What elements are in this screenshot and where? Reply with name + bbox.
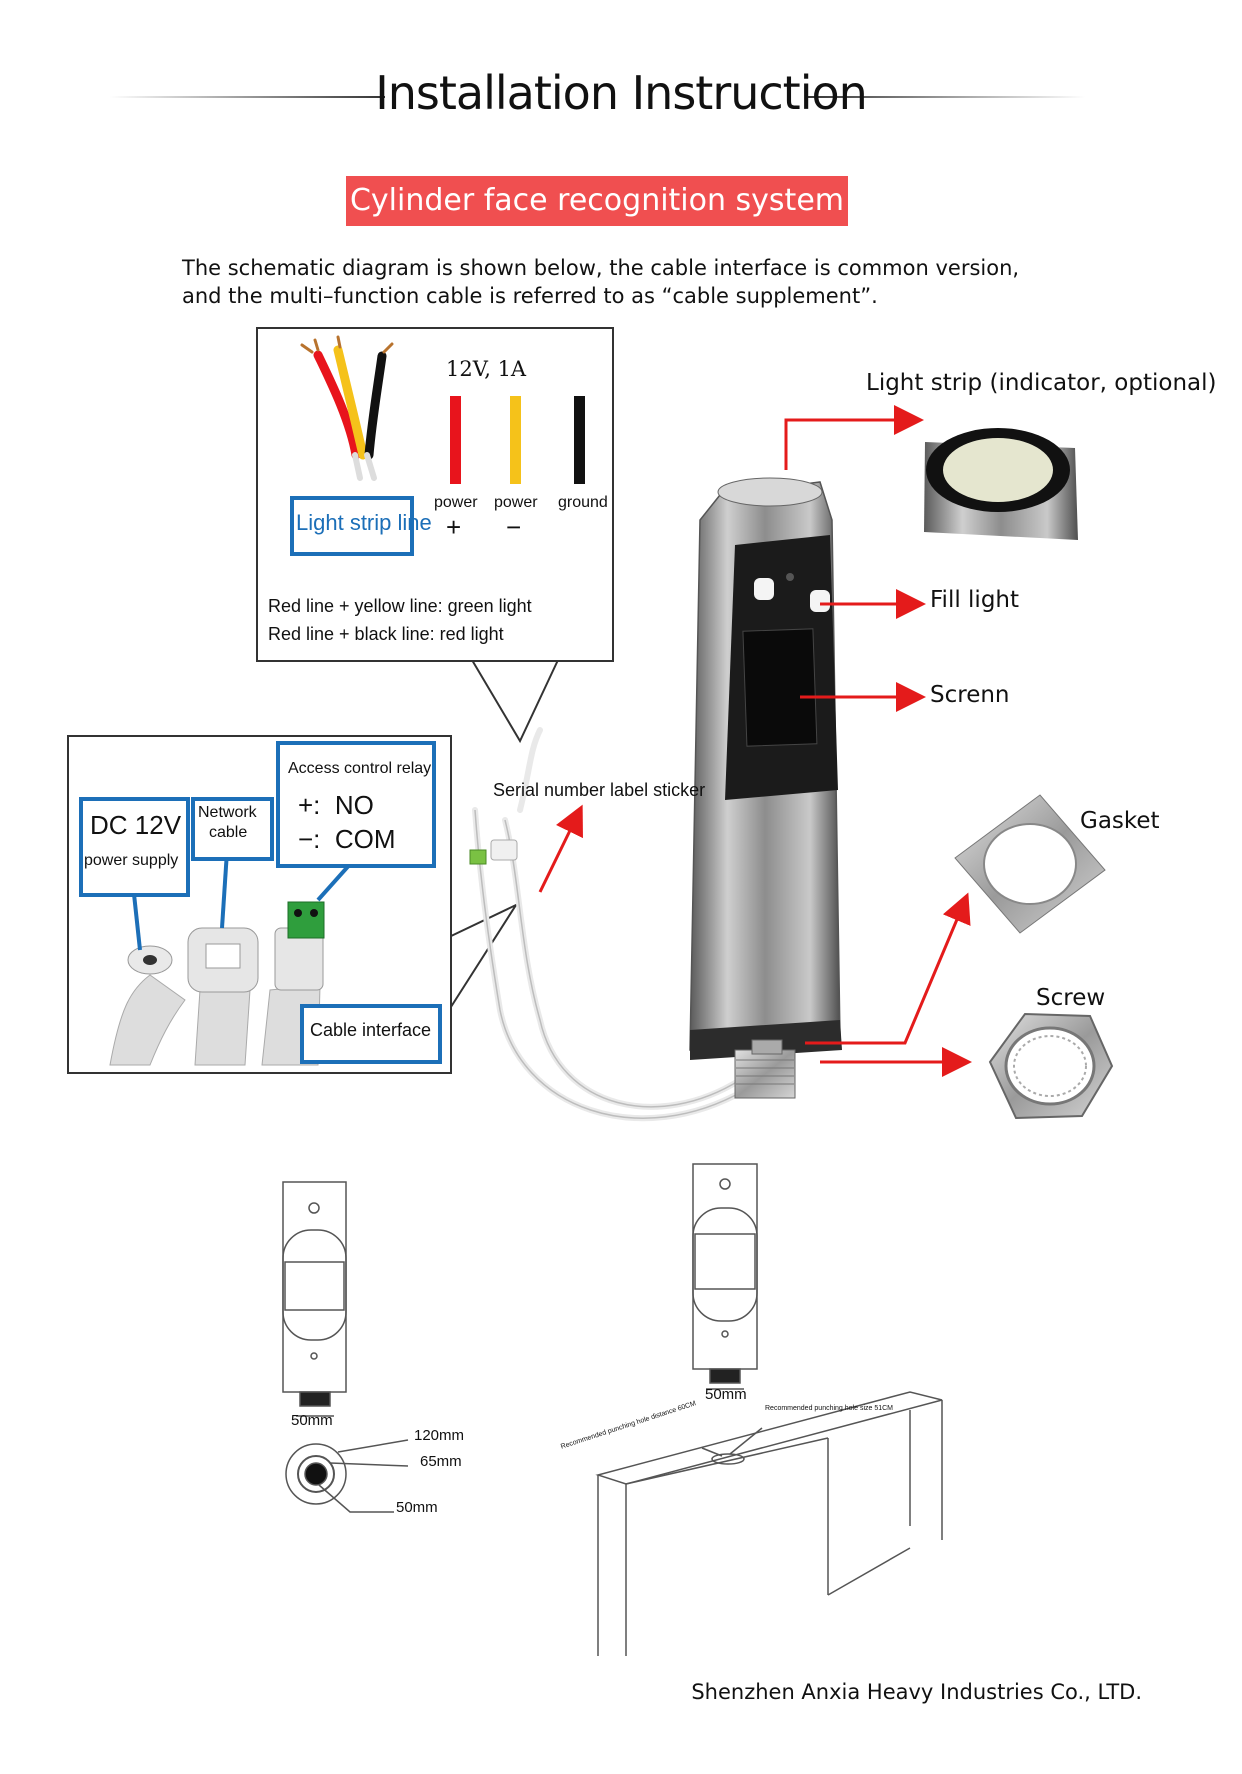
page-title: Installation Instruction	[375, 66, 868, 120]
title-rule-left	[110, 96, 385, 98]
light-note-red: Red line + black line: red light	[268, 624, 504, 644]
footer-company: Shenzhen Anxia Heavy Industries Co., LTD…	[691, 1680, 1142, 1704]
dc-power-title: DC 12V	[90, 810, 182, 840]
intro-text: The schematic diagram is shown below, th…	[182, 254, 1019, 310]
bubble-tail-left	[448, 902, 519, 1011]
voltage-label: 12V, 1A	[446, 357, 527, 381]
wire-swatch-ground	[574, 396, 585, 484]
relay-com: −: COM	[298, 824, 396, 854]
intro-line-2: and the multi–function cable is referred…	[182, 284, 878, 308]
cable-interface-label: Cable interface	[310, 1020, 432, 1040]
light-strip-photo	[924, 428, 1078, 540]
front-view-drawing	[282, 1181, 409, 1513]
wire-sign-plus: +	[446, 512, 462, 542]
title-rule-right	[805, 96, 1085, 98]
relay-title: Access control relay	[288, 760, 432, 777]
gasket-photo	[954, 794, 1106, 934]
cable-interface-label-box	[300, 1004, 442, 1064]
install-view-drawing	[595, 1163, 943, 1656]
network-cable-line1: Network	[198, 804, 257, 821]
light-note-green: Red line + yellow line: green light	[268, 596, 532, 616]
wire-photo	[300, 335, 394, 481]
screw-photo	[988, 1012, 1114, 1120]
relay-box	[276, 741, 436, 868]
callout-screen: Screnn	[930, 682, 1010, 708]
dim-outer: 120mm	[414, 1427, 465, 1444]
dc-power-sub: power supply	[84, 852, 179, 869]
subtitle-banner: Cylinder face recognition system	[346, 176, 848, 226]
callout-arrows	[538, 405, 972, 1077]
dim-right-width: 50mm	[705, 1386, 747, 1403]
wire-label-power-plus: power	[434, 494, 478, 511]
cable-outline	[474, 809, 746, 1119]
cylinder-device	[689, 477, 842, 1099]
callout-gasket: Gasket	[1080, 808, 1160, 834]
wire-sign-minus: −	[506, 512, 522, 542]
callout-screw: Screw	[1036, 985, 1106, 1011]
network-cable-box	[191, 797, 274, 861]
light-strip-info-box	[256, 327, 614, 662]
wire-swatch-power-minus	[510, 396, 521, 484]
wire-label-power-minus: power	[494, 494, 538, 511]
light-strip-line-box	[290, 496, 414, 556]
light-strip-line-label: Light strip line	[296, 510, 432, 535]
dc-power-box	[79, 797, 190, 897]
dim-hole-size: Recommended punching hole size 51CM	[765, 1405, 894, 1412]
connector-photo	[109, 901, 325, 1066]
network-cable-line2: cable	[209, 824, 248, 841]
dim-inner: 50mm	[396, 1499, 438, 1516]
callout-fill-light: Fill light	[930, 587, 1020, 613]
bubble-tail-top	[471, 659, 559, 744]
wire-swatch-power-plus	[450, 396, 461, 484]
callout-light-strip: Light strip (indicator, optional)	[866, 370, 1217, 396]
intro-line-1: The schematic diagram is shown below, th…	[182, 256, 1020, 280]
relay-no: +: NO	[298, 790, 374, 820]
dim-left-width: 50mm	[291, 1412, 333, 1429]
wire-label-ground: ground	[558, 494, 608, 511]
callout-serial: Serial number label sticker	[493, 780, 706, 800]
dim-middle: 65mm	[420, 1453, 462, 1470]
connector-plug	[490, 839, 518, 861]
connector-terminal	[469, 849, 487, 865]
